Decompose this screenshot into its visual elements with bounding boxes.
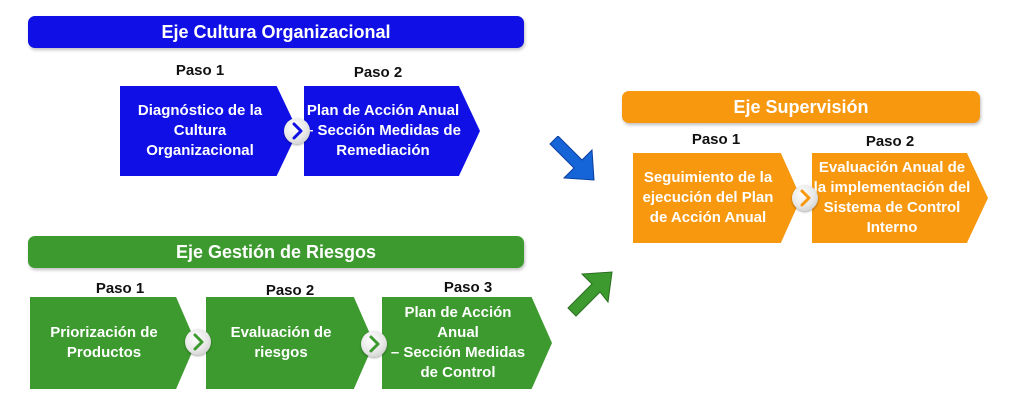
supervision-step-2-text: Interno xyxy=(866,219,918,236)
cultura-step-1-box: Diagnóstico de la Cultura Organizacional xyxy=(120,86,298,176)
gestion-step-1-text: Productos xyxy=(66,344,142,361)
gestion-step-2-box: Evaluación de riesgos xyxy=(206,297,374,389)
cultura-banner: Eje Cultura Organizacional xyxy=(28,16,524,48)
gestion-step-2-label: Paso 2 xyxy=(265,282,315,299)
chevron-right-icon xyxy=(792,185,818,211)
cultura-step-2-text: Remediación xyxy=(336,142,430,159)
gestion-step-3-text: de Control xyxy=(420,364,496,381)
cultura-step-1-label: Paso 1 xyxy=(175,62,225,79)
supervision-step-1-box: Seguimiento de la ejecución del Plan de … xyxy=(633,153,801,243)
supervision-banner: Eje Supervisión xyxy=(622,91,980,123)
chevron-right-icon xyxy=(284,118,310,144)
supervision-step-2-label: Paso 2 xyxy=(865,133,915,150)
supervision-step-1-text: Seguimiento de la xyxy=(643,169,773,186)
cultura-step-1-text: Organizacional xyxy=(146,142,254,159)
gestion-step-3-box: Plan de Acción Anual – Sección Medidas d… xyxy=(382,297,552,389)
cultura-step-2-text: Plan de Acción Anual xyxy=(306,102,460,119)
gestion-step-3-text: Plan de Acción Anual xyxy=(404,304,512,341)
supervision-step-2-text: la implementación del xyxy=(813,179,971,196)
supervision-step-1-text: ejecución del Plan xyxy=(642,189,774,206)
supervision-step-2-text: Sistema de Control xyxy=(823,199,961,216)
gestion-step-2-text: Evaluación de xyxy=(230,324,332,341)
cultura-step-1-text: Diagnóstico de la xyxy=(137,102,263,119)
gestion-banner: Eje Gestión de Riesgos xyxy=(28,236,524,268)
supervision-step-2-text: Evaluación Anual de xyxy=(818,159,966,176)
supervision-step-2-box: Evaluación Anual de la implementación de… xyxy=(812,153,988,243)
chevron-right-icon xyxy=(361,331,387,357)
gestion-step-2-text: riesgos xyxy=(254,344,308,361)
gestion-step-1-label: Paso 1 xyxy=(95,280,145,297)
supervision-step-1-text: de Acción Anual xyxy=(649,209,767,226)
gestion-step-1-box: Priorización de Productos xyxy=(30,297,196,389)
chevron-right-icon xyxy=(185,329,211,355)
cultura-step-2-text: – Sección Medidas de xyxy=(305,122,461,139)
arrow-down-right-icon xyxy=(549,136,595,181)
cultura-step-2-label: Paso 2 xyxy=(353,64,403,81)
cultura-step-2-box: Plan de Acción Anual – Sección Medidas d… xyxy=(304,86,480,176)
cultura-step-1-text: Cultura xyxy=(173,122,227,139)
gestion-step-3-label: Paso 3 xyxy=(443,279,493,296)
gestion-step-3-text: – Sección Medidas xyxy=(390,344,526,361)
arrow-up-right-icon xyxy=(567,271,613,317)
supervision-step-1-label: Paso 1 xyxy=(691,131,741,148)
gestion-step-1-text: Priorización de xyxy=(50,324,158,341)
